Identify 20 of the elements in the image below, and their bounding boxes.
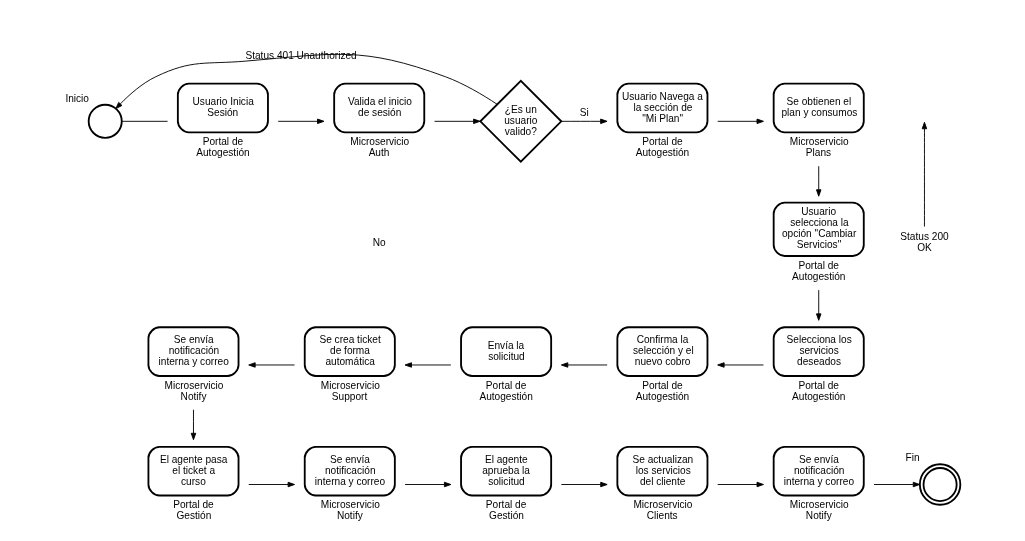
node-label: Microservicio Notify (789, 499, 849, 522)
node-label: Microservicio Auth (349, 136, 409, 159)
node-label: Microservicio Notify (320, 499, 380, 522)
node-label: Portal de Autogestión (791, 379, 845, 402)
node-label: Fin (904, 452, 920, 464)
edge-label: Si (579, 106, 589, 118)
node-label: Portal de Autogestión (791, 259, 845, 282)
node-label: Portal de Autogestión (635, 136, 689, 159)
node-label: Portal de Gestión (485, 499, 526, 522)
node-label: Microservicio Clients (632, 499, 692, 522)
node-label: Portal de Autogestión (195, 136, 250, 159)
node-label: Microservicio Notify (164, 379, 224, 402)
node-label: Microservicio Plans (789, 136, 849, 159)
node-label: Portal de Gestión (172, 499, 214, 522)
node-label: Portal de Autogestión (478, 379, 533, 402)
node-label: Microservicio Support (320, 379, 380, 402)
node-label: Portal de Autogestión (635, 379, 689, 402)
node-text: Status 200 OK (899, 231, 949, 254)
label: No (372, 236, 386, 248)
node-label: Inicio (64, 92, 89, 104)
